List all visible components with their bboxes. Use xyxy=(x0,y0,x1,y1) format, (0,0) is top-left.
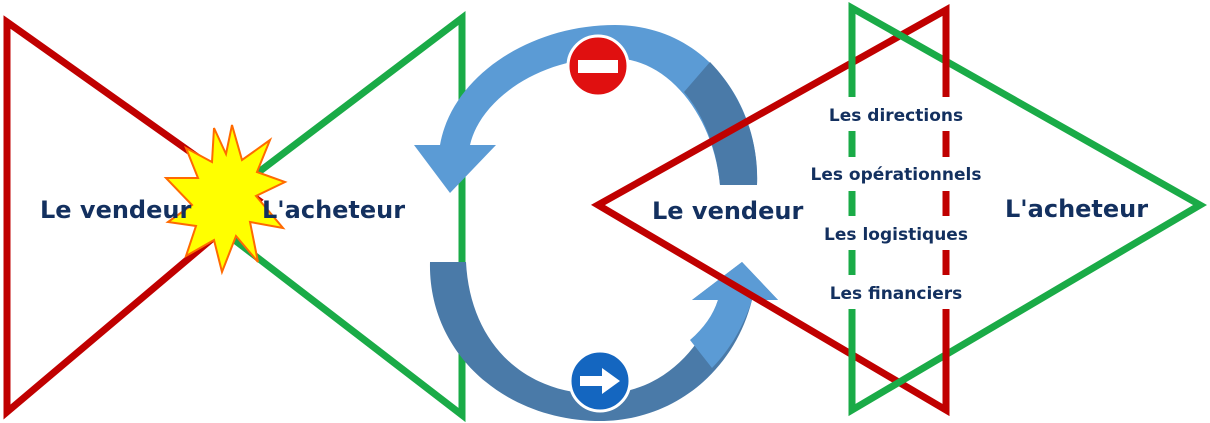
left-diagram: Le vendeur L'acheteur xyxy=(3,10,466,423)
top-curved-arrow-icon xyxy=(414,25,758,193)
right-seller-label: Le vendeur xyxy=(652,197,803,225)
right-arrow-sign-icon xyxy=(568,349,632,413)
layer-label-directions: Les directions xyxy=(829,106,963,126)
left-buyer-label: L'acheteur xyxy=(262,196,405,224)
left-seller-triangle xyxy=(3,15,264,420)
left-buyer-triangle xyxy=(196,10,466,423)
right-diagram: Les directions Les opérationnels Les log… xyxy=(590,1,1207,417)
bottom-arrow-highlight xyxy=(690,262,778,368)
collision-burst-icon xyxy=(163,124,288,276)
cycle-arrows xyxy=(414,25,778,422)
right-buyer-label: L'acheteur xyxy=(1005,195,1148,223)
no-entry-icon xyxy=(566,34,630,98)
layer-label-logistiques: Les logistiques xyxy=(824,225,968,245)
top-arrow-shade xyxy=(684,62,758,185)
layer-label-financiers: Les financiers xyxy=(830,284,963,304)
layer-label-operationnels: Les opérationnels xyxy=(811,165,982,185)
bottom-curved-arrow-icon xyxy=(429,262,778,422)
left-seller-label: Le vendeur xyxy=(40,196,191,224)
